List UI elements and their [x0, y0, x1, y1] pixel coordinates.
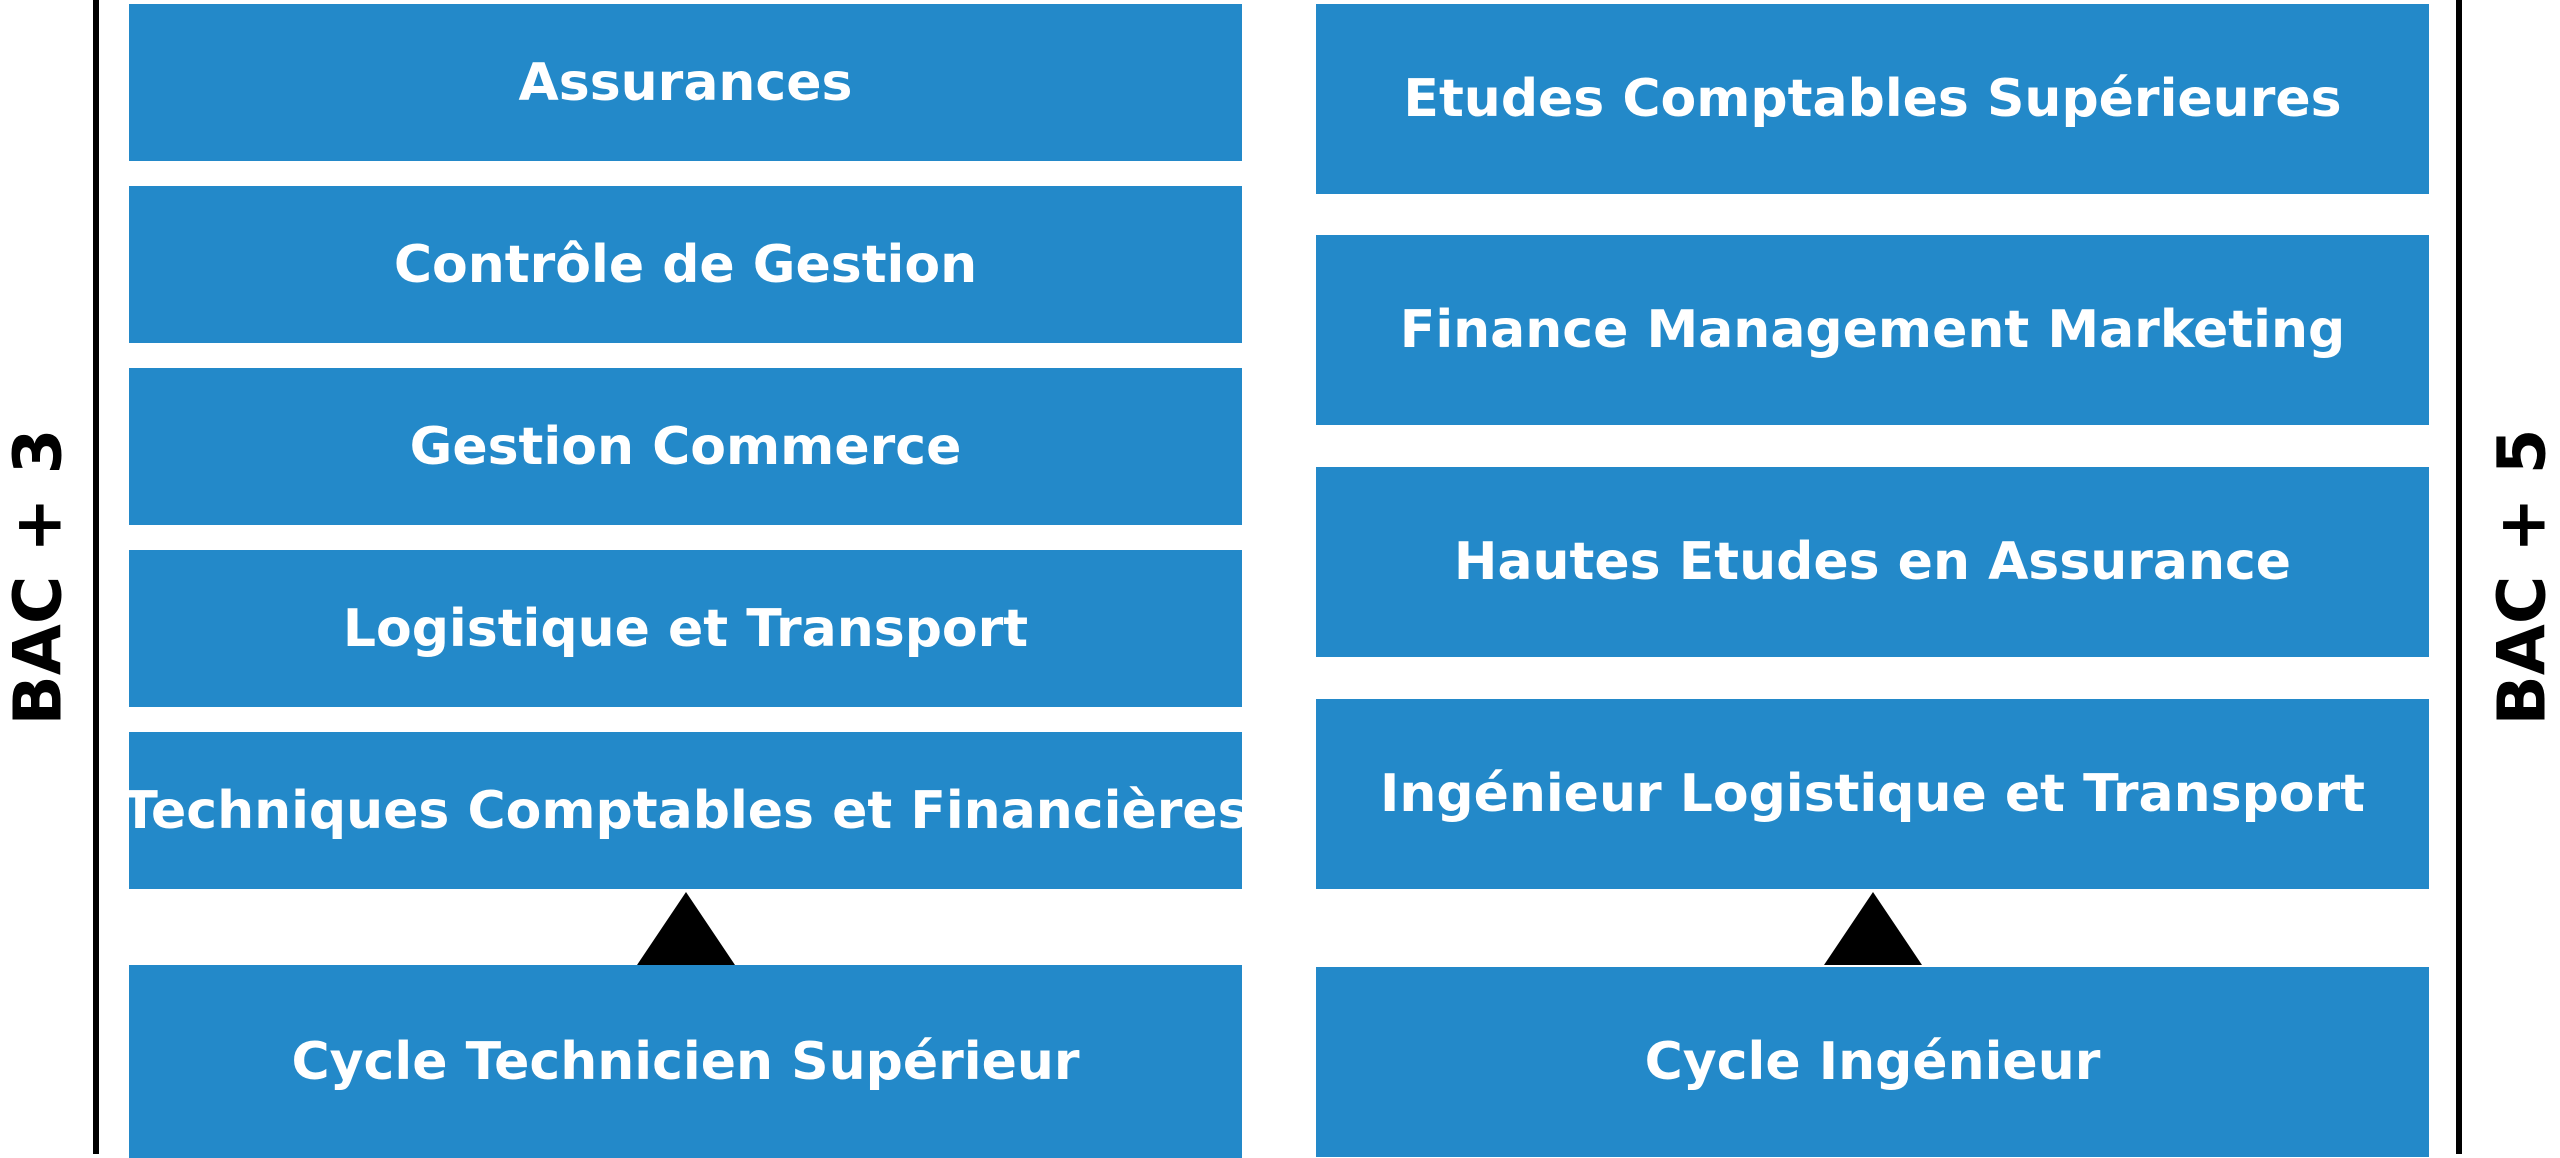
up-triangle-arrow-icon	[637, 892, 735, 965]
base-box-cycle-ingenieur: Cycle Ingénieur	[1316, 967, 2429, 1157]
program-box-logistique-et-transport: Logistique et Transport	[129, 550, 1242, 707]
base-box-cycle-technicien: Cycle Technicien Supérieur	[129, 965, 1242, 1158]
program-box-hautes-etudes-assurance: Hautes Etudes en Assurance	[1316, 467, 2429, 657]
right-divider-line	[2456, 0, 2462, 1154]
right-level-label: BAC + 5	[2484, 429, 2560, 726]
program-box-ingenieur-logistique: Ingénieur Logistique et Transport	[1316, 699, 2429, 889]
left-divider-line	[93, 0, 99, 1154]
left-level-label: BAC + 3	[0, 429, 77, 726]
program-box-techniques-comptables: Techniques Comptables et Financières	[129, 732, 1242, 889]
program-box-etudes-comptables: Etudes Comptables Supérieures	[1316, 4, 2429, 194]
program-box-assurances: Assurances	[129, 4, 1242, 161]
program-box-gestion-commerce: Gestion Commerce	[129, 368, 1242, 525]
program-box-controle-de-gestion: Contrôle de Gestion	[129, 186, 1242, 343]
up-triangle-arrow-icon	[1824, 892, 1922, 965]
program-box-finance-management: Finance Management Marketing	[1316, 235, 2429, 425]
